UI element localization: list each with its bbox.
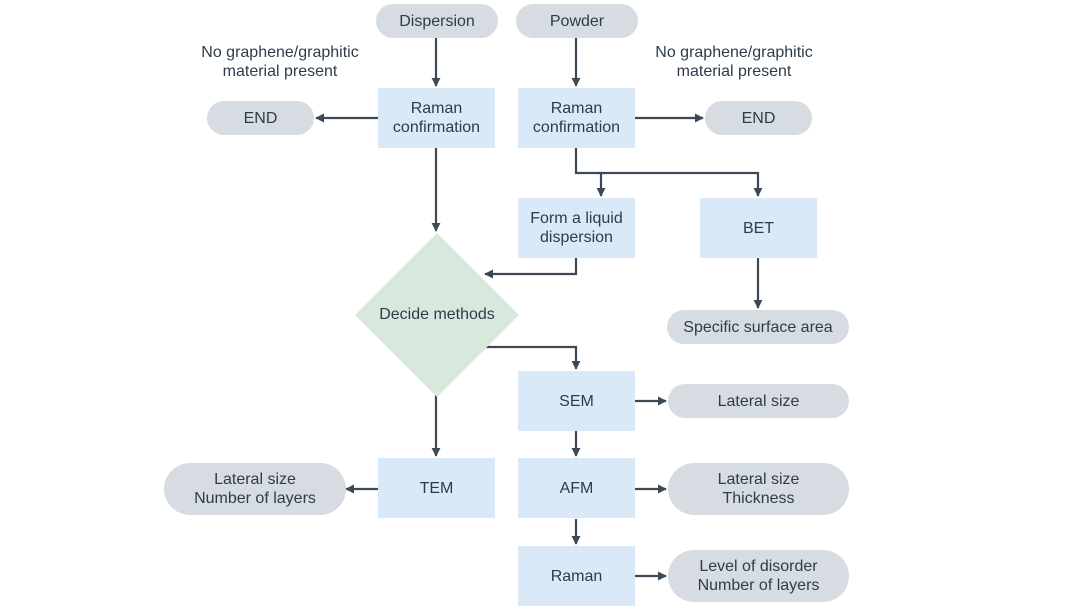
raman-confirmation-left: Raman confirmation (378, 88, 495, 148)
afm-step: AFM (518, 458, 635, 518)
afm-result: Lateral size Thickness (668, 463, 849, 515)
bet-label: BET (742, 219, 775, 237)
tem-result: Lateral size Number of layers (164, 463, 346, 515)
specific-surface-area: Specific surface area (667, 310, 849, 344)
end-left-label: END (243, 109, 278, 127)
specific-surface-area-label: Specific surface area (683, 318, 833, 336)
tem-label: TEM (419, 479, 454, 497)
no-material-note-left: No graphene/graphitic material present (201, 44, 359, 80)
arrow-decide-to-sem (485, 345, 581, 370)
tem-step: TEM (378, 458, 495, 518)
form-liquid-dispersion-label: Form a liquid dispersion (530, 210, 623, 246)
decide-methods-label: Decide methods (355, 233, 519, 397)
arrow-raman-right-to-bet (601, 171, 763, 197)
bet-step: BET (700, 198, 817, 258)
sem-result-label: Lateral size (717, 392, 800, 410)
decide-methods-text: Decide methods (379, 306, 495, 323)
decide-methods-diamond: Decide methods (354, 232, 520, 398)
raman-result-label: Level of disorder Number of layers (697, 558, 820, 594)
sem-step: SEM (518, 371, 635, 431)
end-left: END (207, 101, 314, 135)
end-right: END (705, 101, 812, 135)
raman-confirmation-right-label: Raman confirmation (532, 100, 621, 136)
afm-label: AFM (559, 479, 594, 497)
dispersion-label: Dispersion (399, 12, 475, 30)
sem-label: SEM (559, 392, 594, 410)
sem-result: Lateral size (668, 384, 849, 418)
tem-result-label: Lateral size Number of layers (194, 471, 316, 507)
end-right-label: END (741, 109, 776, 127)
afm-result-label: Lateral size Thickness (717, 471, 800, 507)
form-liquid-dispersion: Form a liquid dispersion (518, 198, 635, 258)
raman-result: Level of disorder Number of layers (668, 550, 849, 602)
dispersion-start: Dispersion (376, 4, 498, 38)
no-material-note-right: No graphene/graphitic material present (655, 44, 813, 80)
raman-label: Raman (550, 567, 603, 585)
arrow-raman-right-to-form-liquid (574, 148, 606, 197)
powder-label: Powder (549, 12, 605, 30)
arrow-form-liquid-to-decide (484, 258, 578, 279)
raman-step: Raman (518, 546, 635, 606)
raman-confirmation-right: Raman confirmation (518, 88, 635, 148)
raman-confirmation-left-label: Raman confirmation (392, 100, 481, 136)
powder-start: Powder (516, 4, 638, 38)
